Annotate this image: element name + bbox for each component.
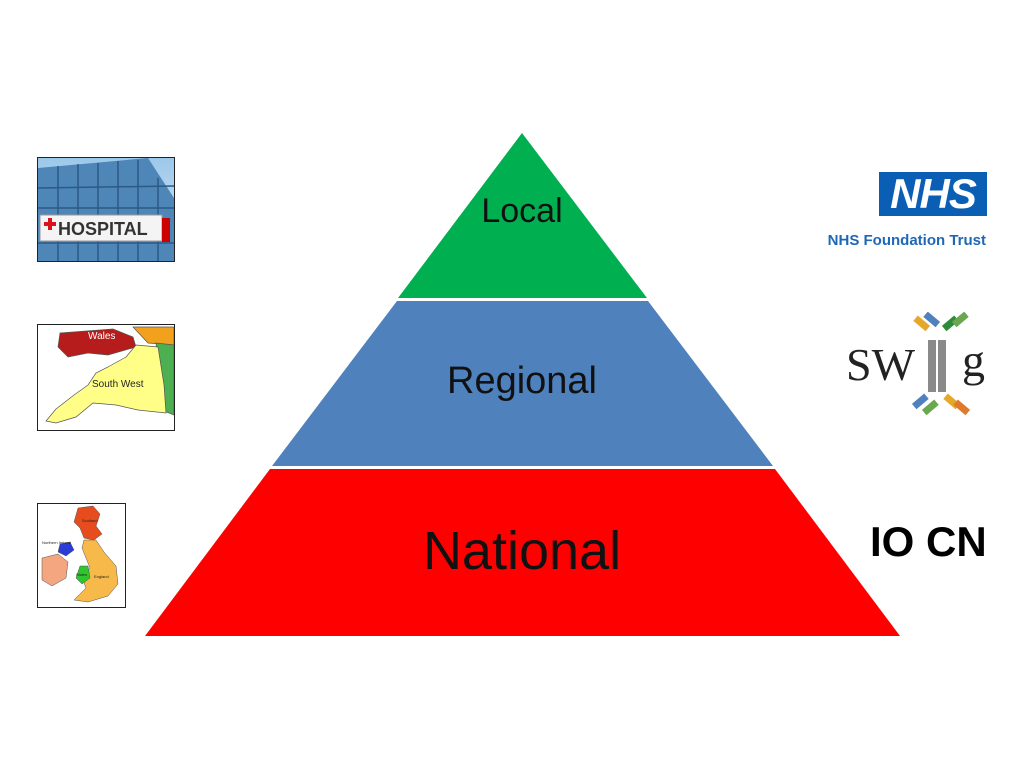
pyramid-tier-local <box>398 133 647 298</box>
uk-label-scotland: Scotland <box>82 518 98 523</box>
map-label-wales: Wales <box>88 331 115 342</box>
swg-logo-text-right: g <box>962 335 985 386</box>
map-label-south-west: South West <box>92 379 144 390</box>
region-map-icon: Wales South West <box>38 325 174 430</box>
iocn-label: IO CN <box>870 518 987 565</box>
south-west-map-image: Wales South West <box>37 324 175 431</box>
uk-label-wales: Wales <box>76 572 87 577</box>
hospital-image: HOSPITAL <box>37 157 175 262</box>
uk-map-image: Scotland Northern Ireland Wales England <box>37 503 126 608</box>
pyramid-label-local: Local <box>481 192 563 230</box>
uk-map-icon: Scotland Northern Ireland Wales England <box>38 504 125 607</box>
hospital-sign-text: HOSPITAL <box>58 219 148 239</box>
uk-label-england: England <box>94 574 109 579</box>
nhs-foundation-trust-text: NHS Foundation Trust <box>827 232 986 249</box>
swg-logo-text-left: SW <box>846 339 915 390</box>
pyramid-tier-regional <box>272 301 773 466</box>
uk-label-northern-ireland: Northern Ireland <box>42 540 71 545</box>
nhs-logo: NHS <box>879 172 987 216</box>
pyramid-label-national: National <box>422 521 622 581</box>
swg-logo: SW g <box>840 312 1000 416</box>
pyramid-tier-national <box>145 469 900 636</box>
chromosome-icon <box>911 312 971 416</box>
hospital-building-icon: HOSPITAL <box>38 158 174 261</box>
pyramid-label-regional: Regional <box>447 360 597 402</box>
